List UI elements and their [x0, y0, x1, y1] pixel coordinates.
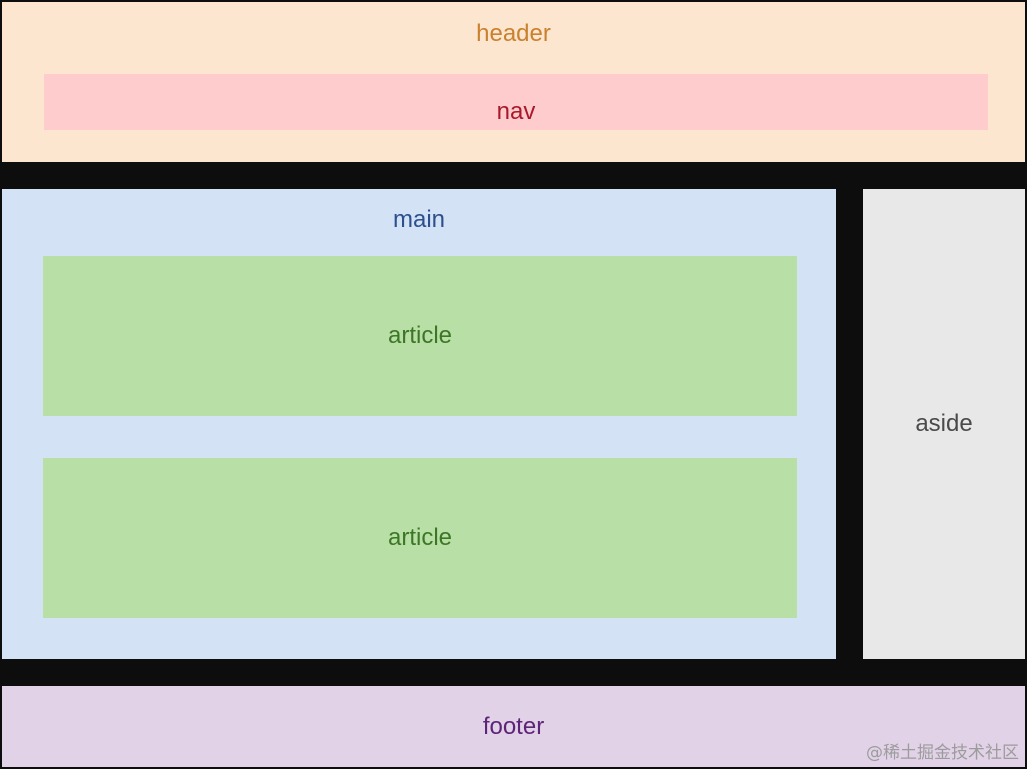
header-label: header [476, 20, 551, 47]
footer-region: footer [2, 686, 1025, 767]
article-label: article [387, 322, 453, 349]
footer-label: footer [482, 712, 545, 740]
article-region: article [43, 256, 797, 416]
watermark-text: @稀土掘金技术社区 [866, 743, 1019, 763]
aside-region: aside [863, 189, 1025, 659]
main-region: main article article [2, 189, 836, 659]
header-region: header nav [2, 2, 1025, 162]
aside-label: aside [915, 410, 973, 437]
nav-label: nav [496, 98, 536, 125]
nav-region: nav [44, 74, 988, 130]
main-label: main [392, 206, 446, 233]
article-region: article [43, 458, 797, 618]
article-label: article [387, 524, 453, 551]
